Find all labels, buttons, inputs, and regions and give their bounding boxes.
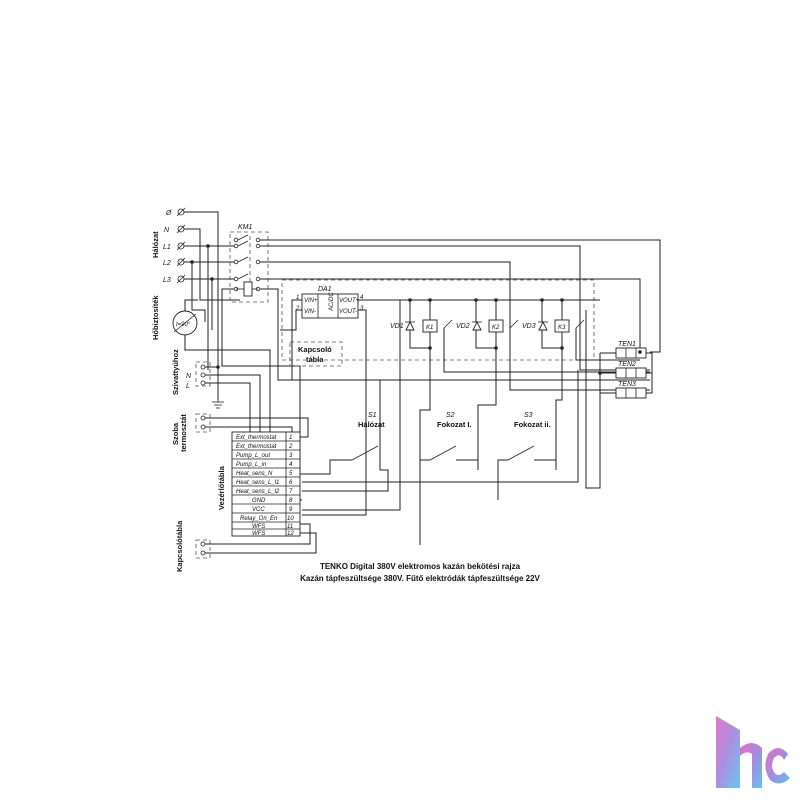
relay-3-coil-label: K3 [558, 325, 566, 331]
group-label-pump: Szivattyúhoz [171, 349, 180, 395]
converter-vin-plus: VIN+ [304, 298, 318, 304]
relay-2-coil-label: K2 [492, 325, 500, 331]
terminal-label-n: N [164, 227, 170, 234]
control-terminal-pin-3: 3 [289, 453, 293, 459]
relay-1-diode-label: VD1 [390, 323, 404, 330]
terminal-label-l2: L2 [163, 260, 171, 267]
mains-wires [184, 211, 240, 400]
converter-vout-minus: VOUT- [339, 309, 357, 315]
heater-3 [615, 387, 647, 399]
relay-group: VD1 K1 VD2 K2 VD3 K3 [390, 319, 585, 333]
junction-dots [190, 244, 642, 375]
heater-2 [615, 367, 647, 379]
control-terminal-pin-1: 1 [289, 435, 292, 441]
switch-panel-box [289, 341, 343, 367]
control-terminal-label-3: Pump_L_out [236, 453, 270, 459]
relay-1-coil-label: K1 [426, 325, 433, 331]
heater-3-label: TEN3 [618, 381, 636, 388]
group-label-switch-board: Kapcsolótábla [175, 520, 184, 572]
relay-1-diode [405, 320, 415, 331]
pump-terminal-l: L [186, 383, 190, 390]
switch-3-id: S3 [524, 412, 533, 419]
switch-group: S1 Hálózat S2 Fokozat I. S3 Fokozat ii. [351, 412, 551, 461]
relay-2-diode [472, 320, 482, 331]
contactor-frame [229, 231, 269, 303]
mains-terminals: Ø N L1 L2 L3 [163, 207, 186, 284]
switch-2-id: S2 [446, 412, 455, 419]
thermostat-setting: t=90° [176, 322, 191, 328]
heater-1 [615, 347, 647, 359]
control-terminal-label-7: Heat_sens_L_l2 [236, 489, 280, 495]
hc-logo-icon [716, 716, 790, 788]
control-terminal-label-5: Heat_sens_N [236, 471, 273, 477]
caption-line-2: Kazán tápfeszültsége 380V. Fűtő elektród… [300, 574, 540, 583]
control-terminal-label-12: WFS [252, 531, 265, 537]
relay-wires [409, 300, 650, 545]
switch-panel-line2: tábla [306, 355, 324, 364]
switch-panel-line1: Kapcsoló [298, 345, 332, 354]
control-terminal-label-9: VCC [252, 507, 265, 513]
control-terminal-block: Ext_thermostat 1 Ext_thermostat 2 Pump_L… [231, 431, 301, 537]
group-label-room-thermostat-1: Szoba [171, 422, 180, 445]
converter-vout-plus: VOUT+ [339, 298, 360, 304]
switch-3-label: Fokozat ii. [514, 420, 551, 429]
group-label-safety-thermostat: Hőbiztosíték [151, 295, 160, 340]
control-terminal-label-10: Relay_On_En [240, 516, 278, 522]
control-terminal-label-1: Ext_thermostat [236, 435, 277, 441]
heater-group: TEN1 TEN2 TEN3 [600, 341, 653, 399]
switch-wires [300, 300, 601, 511]
contactor-label: KM1 [238, 224, 253, 231]
control-terminal-label-2: Ext_thermostat [236, 444, 277, 450]
contactor-contacts [233, 234, 261, 282]
control-terminal-label-6: Heat_sens_L_l1 [236, 480, 279, 486]
heater-2-label: TEN2 [618, 361, 636, 368]
control-terminal-label-4: Pump_L_in [236, 462, 267, 468]
converter-box [301, 293, 359, 319]
terminal-label-l3: L3 [163, 277, 171, 284]
control-terminal-pin-9: 9 [289, 507, 293, 513]
converter-name: DA1 [318, 286, 332, 293]
board-enclosure [281, 279, 595, 361]
earth-symbol [212, 400, 224, 409]
relay-3-diode-label: VD3 [522, 323, 536, 330]
power-wires [221, 239, 661, 470]
control-terminal-pin-2: 2 [288, 444, 293, 450]
converter-wires [280, 299, 600, 516]
converter-type: AC/DC [329, 292, 335, 312]
relay-3-diode [538, 320, 548, 331]
control-terminal-pin-5: 5 [289, 471, 293, 477]
control-terminal-pin-4: 4 [289, 462, 293, 468]
safety-thermostat: t=90° [172, 310, 198, 336]
converter-pin-4: 4 [360, 295, 364, 301]
switch-1-id: S1 [368, 412, 377, 419]
contactor-coil [243, 281, 253, 297]
group-label-room-thermostat-2: termosztát [179, 414, 188, 452]
group-label-control-board: Vezérlőtábla [217, 465, 226, 510]
converter-pin-1: 1 [296, 295, 299, 301]
converter-vin-minus: VIN- [304, 309, 316, 315]
pump-terminal-n: N [186, 373, 192, 380]
control-terminal-pin-6: 6 [289, 480, 293, 486]
relay-2-diode-label: VD2 [456, 323, 470, 330]
control-terminal-pin-8: 8 [289, 498, 293, 504]
terminal-label-earth: Ø [165, 210, 172, 217]
control-terminal-pin-11: 11 [287, 524, 293, 530]
control-terminal-pin-7: 7 [289, 489, 293, 495]
switch-board-terminals [195, 523, 317, 559]
converter-pin-3: 3 [360, 306, 364, 312]
switch-2-label: Fokozat I. [437, 420, 472, 429]
caption-line-1: TENKO Digital 380V elektromos kazán bekö… [319, 562, 521, 571]
control-terminal-label-11: WFS [252, 524, 265, 530]
control-terminal-pin-10: 10 [287, 516, 294, 522]
group-label-mains: Hálózat [151, 231, 160, 258]
terminal-label-l1: L1 [163, 244, 171, 251]
switch-1-label: Hálózat [358, 420, 385, 429]
heater-1-label: TEN1 [618, 341, 636, 348]
converter-pin-2: 2 [295, 306, 300, 312]
control-terminal-label-8: GND [252, 498, 266, 504]
coil-contacts [233, 286, 261, 292]
control-terminal-pin-12: 12 [287, 531, 294, 537]
